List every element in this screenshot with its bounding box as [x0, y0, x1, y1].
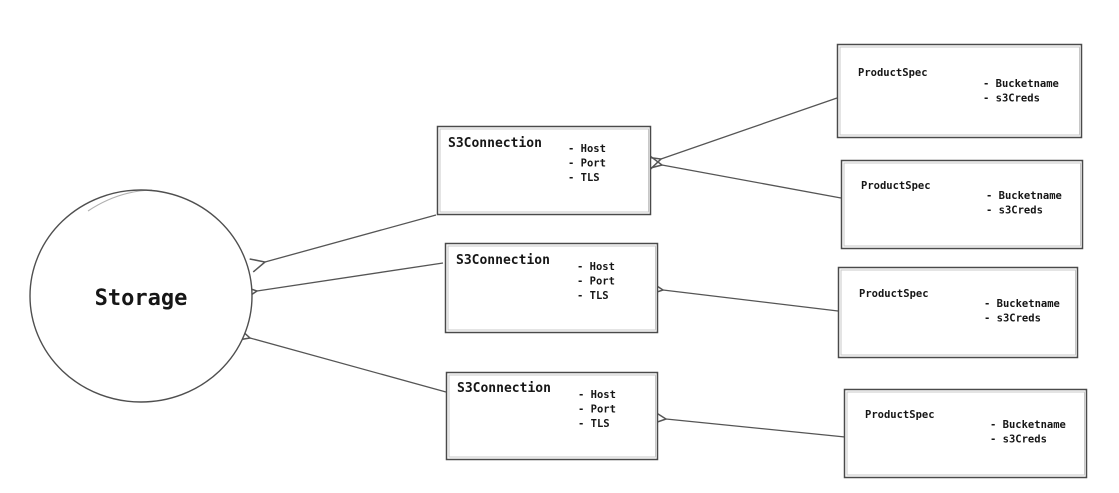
- node-box: [444, 242, 659, 334]
- node-attribute: - s3Creds: [990, 434, 1047, 446]
- node-title: S3Connection: [456, 253, 550, 268]
- node-attribute: - Host: [568, 143, 606, 155]
- node-attribute: - Port: [578, 404, 616, 416]
- productspec-node-3: ProductSpec - Bucketname - s3Creds: [837, 266, 1079, 359]
- node-box-sketch-line: [843, 162, 1081, 247]
- productspec-node-1: ProductSpec - Bucketname - s3Creds: [836, 43, 1083, 139]
- node-box: [445, 371, 659, 461]
- storage-circle-sketch-line: [87, 189, 153, 212]
- node-attribute: - Bucketname: [986, 190, 1062, 202]
- node-attribute: - s3Creds: [986, 205, 1043, 217]
- node-box: [840, 159, 1084, 250]
- node-title: ProductSpec: [858, 67, 928, 79]
- edge-productspec4-to-s3connection3: [651, 410, 846, 438]
- node-attribute: - s3Creds: [984, 313, 1041, 325]
- node-attribute: - Host: [577, 261, 615, 273]
- node-attribute: - s3Creds: [983, 93, 1040, 105]
- node-box-sketch-line: [839, 46, 1080, 136]
- node-attribute: - TLS: [568, 172, 600, 184]
- storage-node: Storage: [29, 189, 253, 403]
- node-attribute: - Port: [577, 276, 615, 288]
- node-attribute: - Host: [578, 389, 616, 401]
- node-attribute: - Port: [568, 158, 606, 170]
- node-title: ProductSpec: [865, 409, 935, 421]
- productspec-node-4: ProductSpec - Bucketname - s3Creds: [843, 388, 1088, 479]
- node-attribute: - TLS: [578, 418, 610, 430]
- storage-circle: [29, 189, 253, 403]
- node-title: ProductSpec: [859, 288, 929, 300]
- storage-label: Storage: [95, 286, 188, 311]
- edges-layer: [234, 97, 846, 438]
- s3connection-node-1: S3Connection - Host - Port - TLS: [436, 125, 652, 216]
- node-title: S3Connection: [448, 136, 542, 151]
- node-box: [436, 125, 652, 216]
- node-box-sketch-line: [840, 269, 1076, 356]
- edge-productspec3-to-s3connection2: [648, 280, 839, 312]
- edge-productspec2-to-s3connection1: [646, 154, 842, 199]
- node-attribute: - TLS: [577, 290, 609, 302]
- edge-productspec1-to-s3connection1: [645, 97, 838, 171]
- node-box: [837, 266, 1079, 359]
- s3connection-node-3: S3Connection - Host - Port - TLS: [445, 371, 659, 461]
- edge-s3connection3-to-storage: [234, 326, 447, 393]
- node-attribute: - Bucketname: [984, 298, 1060, 310]
- node-attribute: - Bucketname: [983, 78, 1059, 90]
- node-box: [843, 388, 1088, 479]
- s3connection-node-2: S3Connection - Host - Port - TLS: [444, 242, 659, 334]
- node-title: ProductSpec: [861, 180, 931, 192]
- node-title: S3Connection: [457, 381, 551, 396]
- node-box-sketch-line: [439, 128, 649, 213]
- node-box-sketch-line: [846, 391, 1085, 476]
- node-attribute: - Bucketname: [990, 419, 1066, 431]
- edge-s3connection2-to-storage: [241, 262, 444, 301]
- node-box-sketch-line: [448, 374, 656, 458]
- node-box-sketch-line: [447, 245, 656, 331]
- edge-s3connection1-to-storage: [249, 214, 437, 273]
- productspec-node-2: ProductSpec - Bucketname - s3Creds: [840, 159, 1084, 250]
- node-box: [836, 43, 1083, 139]
